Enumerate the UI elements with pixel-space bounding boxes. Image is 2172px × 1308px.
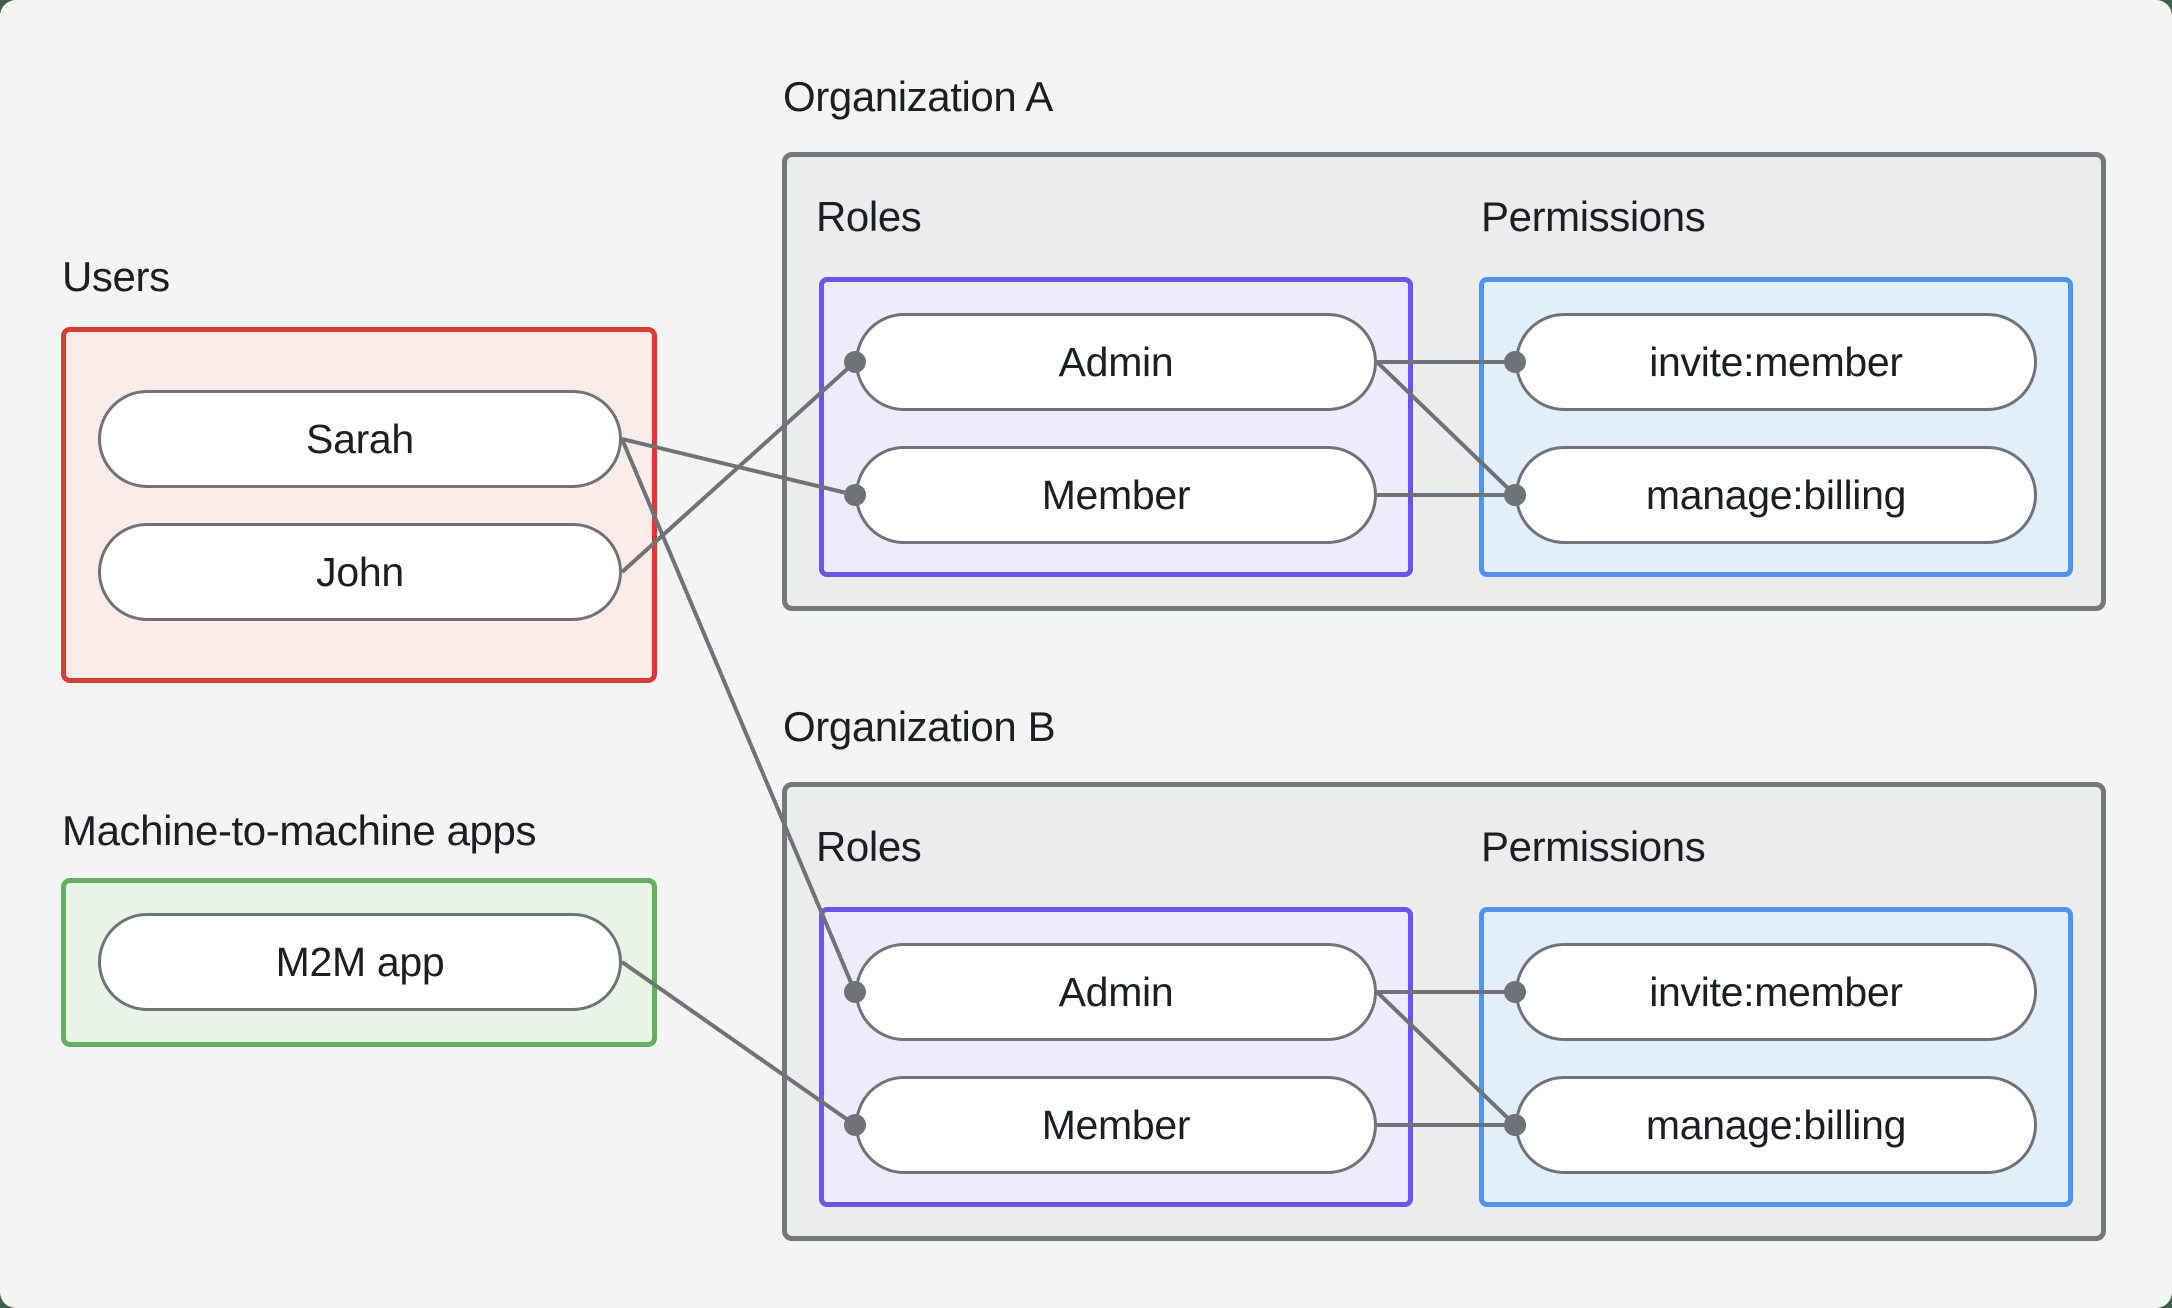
org-a-perm-manage-billing-label: manage:billing bbox=[1645, 471, 1907, 518]
users-group-box: Sarah John bbox=[61, 327, 657, 683]
org-b-title: Organization B bbox=[783, 703, 1056, 750]
org-b-perm-invite-member-label: invite:member bbox=[1649, 968, 1903, 1015]
org-b-role-admin-label: Admin bbox=[1058, 968, 1174, 1015]
org-b-roles-box: Admin Member bbox=[819, 907, 1413, 1207]
org-b-perm-manage-billing-label: manage:billing bbox=[1645, 1101, 1907, 1148]
org-a-role-member-label: Member bbox=[1041, 471, 1191, 518]
org-b-perm-invite-member: invite:member bbox=[1515, 943, 2037, 1041]
org-b-perm-manage-billing: manage:billing bbox=[1515, 1076, 2037, 1174]
m2m-group-box: M2M app bbox=[61, 878, 657, 1047]
org-b-permissions-label: Permissions bbox=[1481, 823, 1706, 870]
org-a-roles-label: Roles bbox=[816, 193, 922, 240]
user-node-sarah: Sarah bbox=[98, 390, 622, 488]
org-a-panel: Roles Admin Member Permissions invite:me… bbox=[782, 152, 2106, 611]
m2m-app-node: M2M app bbox=[98, 913, 622, 1011]
org-a-perm-invite-member-label: invite:member bbox=[1649, 338, 1903, 385]
org-b-permissions-box: invite:member manage:billing bbox=[1479, 907, 2073, 1207]
m2m-app-node-label: M2M app bbox=[275, 938, 445, 985]
user-node-john: John bbox=[98, 523, 622, 621]
org-a-roles-box: Admin Member bbox=[819, 277, 1413, 577]
org-a-perm-invite-member: invite:member bbox=[1515, 313, 2037, 411]
org-b-roles-label: Roles bbox=[816, 823, 922, 870]
org-a-permissions-box: invite:member manage:billing bbox=[1479, 277, 2073, 577]
org-b-role-member: Member bbox=[855, 1076, 1377, 1174]
user-node-sarah-label: Sarah bbox=[306, 415, 414, 462]
org-b-role-member-label: Member bbox=[1041, 1101, 1191, 1148]
org-a-role-admin: Admin bbox=[855, 313, 1377, 411]
org-a-role-admin-label: Admin bbox=[1058, 338, 1174, 385]
org-a-permissions-label: Permissions bbox=[1481, 193, 1706, 240]
org-b-panel: Roles Admin Member Permissions invite:me… bbox=[782, 782, 2106, 1241]
org-a-role-member: Member bbox=[855, 446, 1377, 544]
org-a-title: Organization A bbox=[783, 73, 1053, 120]
m2m-group-label: Machine-to-machine apps bbox=[62, 807, 537, 854]
users-group-label: Users bbox=[62, 253, 170, 300]
org-b-role-admin: Admin bbox=[855, 943, 1377, 1041]
org-a-perm-manage-billing: manage:billing bbox=[1515, 446, 2037, 544]
user-node-john-label: John bbox=[316, 548, 404, 595]
